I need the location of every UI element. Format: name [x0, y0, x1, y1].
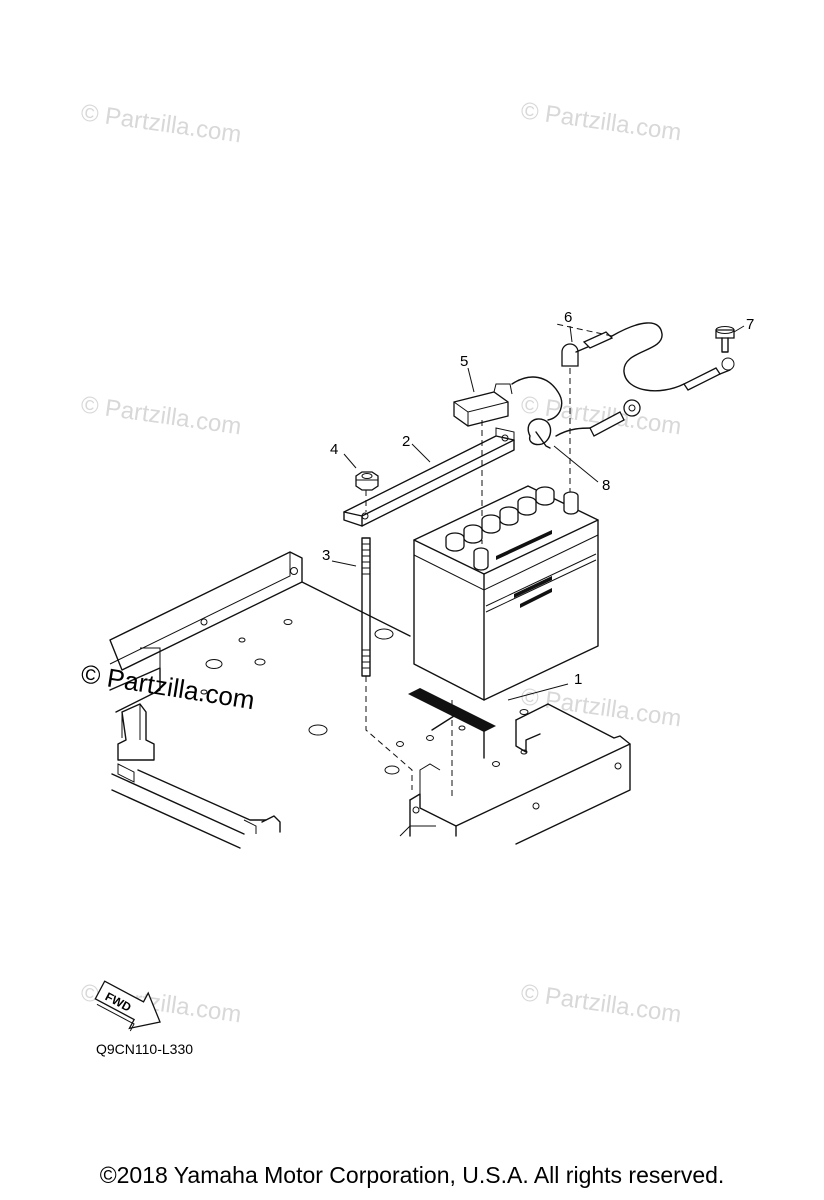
watermark: © Partzilla.com [519, 97, 683, 146]
cable-band [527, 418, 552, 449]
watermark: © Partzilla.com [519, 391, 683, 440]
assembly-lines [365, 323, 613, 800]
watermark: © Partzilla.com [79, 391, 243, 440]
callout-labels: 1 2 3 4 5 6 7 8 [322, 309, 754, 688]
callout-4: 4 [330, 441, 338, 458]
callout-6: 6 [564, 309, 572, 326]
callout-7: 7 [746, 316, 754, 333]
battery-lead [561, 322, 735, 392]
diagram-code: Q9CN110-L330 [96, 1041, 193, 1057]
stud-bolt [361, 537, 371, 677]
callout-5: 5 [460, 353, 468, 370]
battery-caps [445, 486, 555, 552]
watermark: © Partzilla.com [79, 99, 243, 148]
callout-3: 3 [322, 547, 330, 564]
callout-1: 1 [574, 671, 582, 688]
frame-drawing [109, 551, 528, 849]
fwd-arrow: FWD [94, 980, 161, 1032]
nut [355, 471, 379, 491]
leader-lines [331, 325, 745, 701]
frame-cross-member [399, 703, 631, 845]
watermark-prominent: © Partzilla.com [79, 658, 257, 715]
copyright-notice: ©2018 Yamaha Motor Corporation, U.S.A. A… [99, 1162, 725, 1188]
bolt [715, 326, 735, 353]
callout-2: 2 [402, 433, 410, 450]
fuse-holder [453, 376, 563, 427]
callout-8: 8 [602, 477, 610, 494]
watermark: © Partzilla.com [519, 979, 683, 1028]
ground-lead [555, 399, 641, 437]
watermark-group: © Partzilla.com © Partzilla.com © Partzi… [79, 97, 683, 1028]
battery-band [343, 427, 515, 527]
battery [413, 485, 599, 701]
